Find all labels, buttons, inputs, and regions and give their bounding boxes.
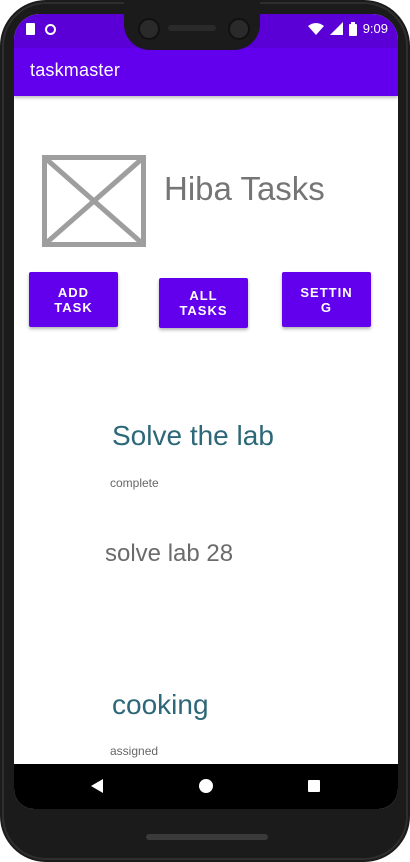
add-task-button[interactable]: ADD TASK (29, 272, 118, 327)
app-title: taskmaster (30, 60, 121, 80)
sd-card-icon (26, 23, 35, 35)
status-time: 9:09 (362, 21, 388, 36)
speaker-grille (146, 834, 268, 840)
back-icon[interactable] (91, 779, 103, 793)
battery-icon (348, 21, 357, 36)
page-title: Hiba Tasks (164, 170, 325, 207)
signal-icon (329, 22, 343, 35)
status-right: 9:09 (307, 21, 388, 36)
task-status: assigned (110, 744, 159, 758)
image-placeholder-icon (42, 155, 146, 247)
camera-notch (124, 0, 260, 50)
settings-button[interactable]: SETTIN G (282, 272, 371, 327)
task-title[interactable]: Solve the lab (112, 420, 274, 451)
status-left (26, 23, 56, 35)
sync-icon (45, 23, 56, 35)
all-tasks-button[interactable]: ALL TASKS (159, 278, 248, 328)
home-icon[interactable] (199, 779, 213, 793)
screen: 9:09 taskmaster Hiba Tasks ADD TASK ALL … (14, 14, 398, 809)
app-bar: taskmaster (14, 48, 398, 96)
task-title[interactable]: cooking (112, 689, 209, 720)
task-status: complete (110, 476, 159, 490)
camera-icon (228, 18, 250, 40)
navigation-bar (14, 764, 398, 809)
wifi-icon (307, 22, 324, 35)
speaker-grille (168, 25, 216, 31)
recents-icon[interactable] (308, 780, 320, 792)
camera-icon (138, 18, 160, 40)
task-body: solve lab 28 (105, 540, 234, 567)
